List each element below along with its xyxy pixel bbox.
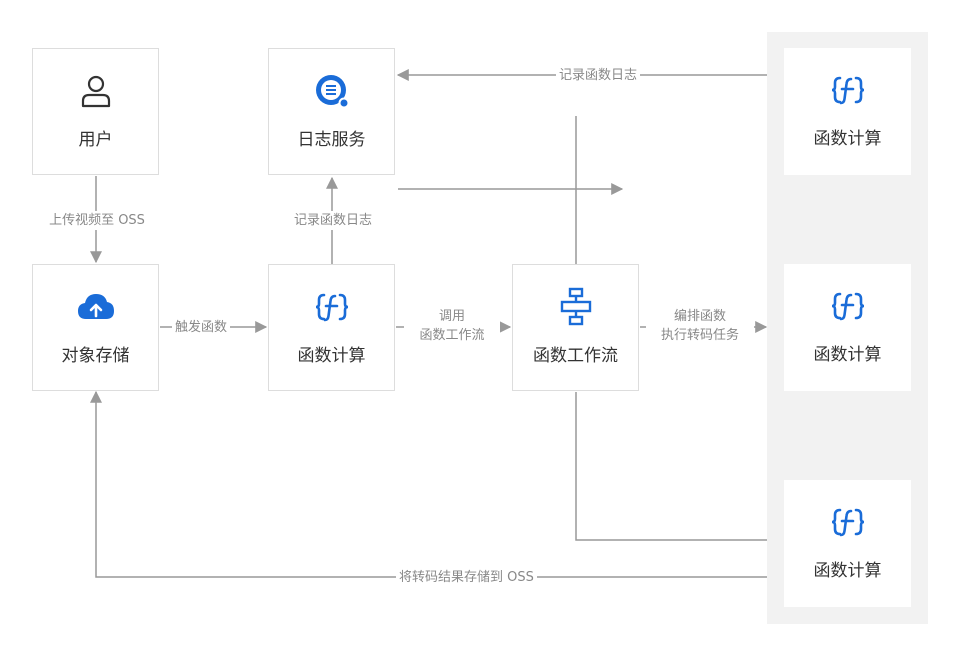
node-log-service-label: 日志服务 [297,130,366,150]
function-icon [784,288,911,324]
node-log-service: 日志服务 [268,48,395,175]
node-function-compute-label: 函数计算 [297,346,366,366]
node-fc-bottom: 函数计算 [784,480,911,607]
function-icon [784,72,911,108]
node-fc-bottom-label: 函数计算 [813,561,882,581]
label-trigger: 触发函数 [172,318,231,337]
label-log-fc: 记录函数日志 [280,211,386,230]
user-icon [33,73,158,109]
function-icon [784,504,911,540]
label-upload: 上传视频至 OSS [34,211,160,230]
workflow-icon [513,287,638,326]
node-workflow-label: 函数工作流 [533,346,618,366]
node-user-label: 用户 [78,130,113,150]
node-fc-top-label: 函数计算 [813,129,882,149]
label-orchestrate-line1: 编排函数 [673,309,726,324]
cloud-upload-icon [33,289,158,325]
label-store-result: 将转码结果存储到 OSS [396,568,537,587]
label-invoke-line2: 函数工作流 [419,328,485,343]
node-user: 用户 [32,48,159,175]
label-log-group: 记录函数日志 [556,66,641,85]
log-service-icon [269,73,394,109]
edge-workflow-down [575,392,767,541]
node-function-compute: 函数计算 [268,264,395,391]
edge-group-to-storage [90,390,767,578]
node-fc-mid-label: 函数计算 [813,345,882,365]
label-orchestrate: 编排函数 执行转码任务 [646,307,754,345]
node-object-storage-label: 对象存储 [61,346,130,366]
node-fc-mid: 函数计算 [784,264,911,391]
node-object-storage: 对象存储 [32,264,159,391]
node-workflow: 函数工作流 [512,264,639,391]
label-invoke-line1: 调用 [438,309,465,324]
label-orchestrate-line2: 执行转码任务 [660,328,739,343]
node-fc-top: 函数计算 [784,48,911,175]
function-icon [269,289,394,325]
label-invoke: 调用 函数工作流 [404,307,500,345]
